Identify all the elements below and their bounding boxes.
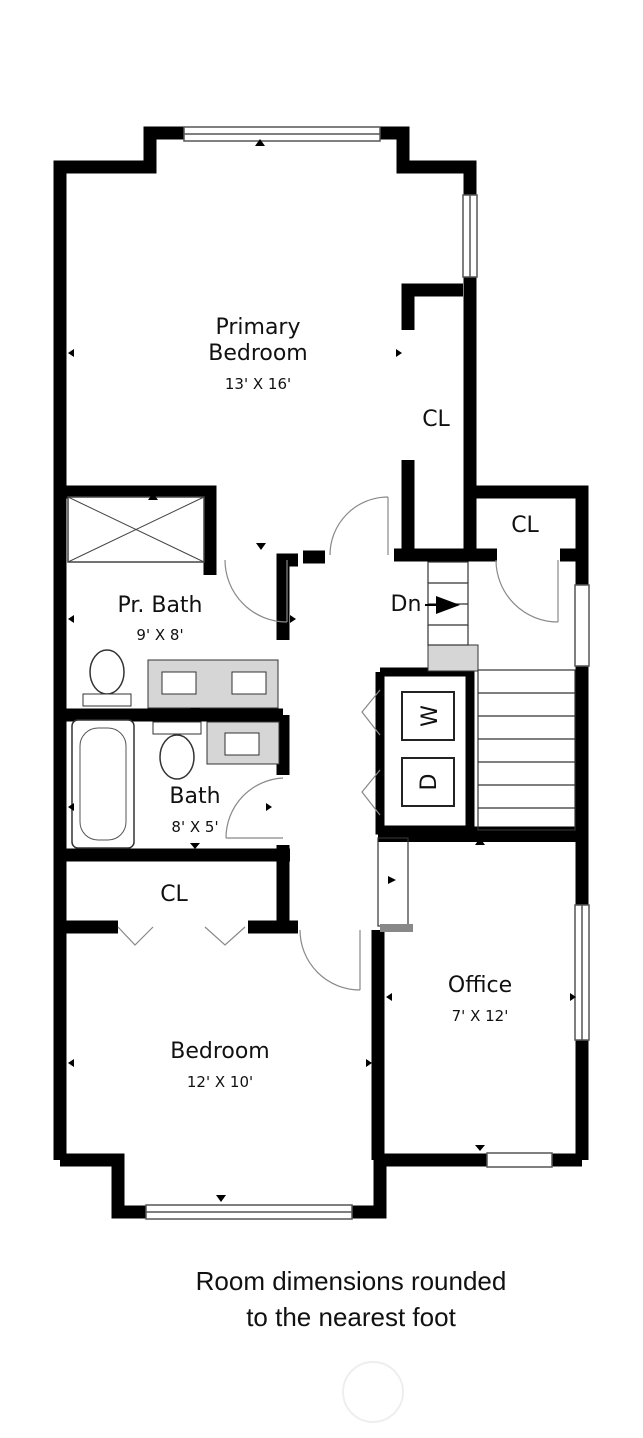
hall-closet-label: CL xyxy=(511,513,539,538)
primary-bedroom-name-2: Bedroom xyxy=(208,341,308,366)
fixtures xyxy=(67,496,479,849)
dryer-label: D xyxy=(417,774,442,791)
stairs-down-arrow xyxy=(425,596,460,614)
office-name: Office xyxy=(448,973,512,998)
watermark-logo xyxy=(342,1361,404,1423)
primary-bedroom-dims: 13' X 16' xyxy=(225,375,291,393)
washer-label: W xyxy=(418,705,443,727)
dimension-markers xyxy=(68,139,576,1202)
windows xyxy=(145,126,590,1220)
bedroom-dims: 12' X 10' xyxy=(187,1073,253,1091)
bedroom-closet-label: CL xyxy=(160,882,188,907)
dryer: D xyxy=(401,757,455,807)
bath-dims: 8' X 5' xyxy=(171,818,218,836)
washer: W xyxy=(401,691,455,741)
threshold xyxy=(380,924,413,932)
office-dims: 7' X 12' xyxy=(452,1007,509,1025)
footnote-line-2: to the nearest foot xyxy=(246,1302,456,1332)
bedroom-name: Bedroom xyxy=(170,1039,270,1064)
footnote-line-1: Room dimensions rounded xyxy=(196,1266,507,1296)
pr-bath-dims: 9' X 8' xyxy=(136,626,183,644)
walls xyxy=(53,126,589,1219)
doors xyxy=(117,496,559,991)
bath-name: Bath xyxy=(169,784,220,809)
primary-bedroom-name-1: Primary xyxy=(215,315,300,340)
pr-bath-name: Pr. Bath xyxy=(117,593,202,618)
stairs xyxy=(377,561,576,927)
stairs-label: Dn xyxy=(391,592,422,617)
primary-closet-label: CL xyxy=(422,407,450,432)
